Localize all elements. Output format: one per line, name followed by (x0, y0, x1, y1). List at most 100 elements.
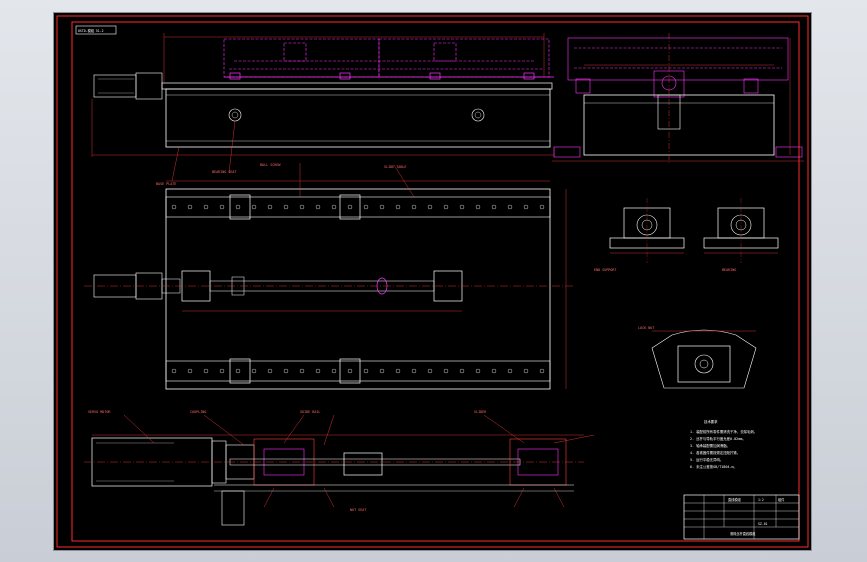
rail-bolt-hole (427, 204, 433, 210)
rail-bolt-hole (331, 204, 337, 210)
callout-slide-table: SLIDE TABLE (384, 165, 406, 169)
rail-bolt-hole (267, 204, 273, 210)
plan-ball-screw (209, 280, 435, 292)
inner-border (71, 21, 800, 542)
front-base-body (165, 88, 551, 148)
note-3: 3. 轴承装配需加润滑脂。 (690, 443, 730, 448)
table-hidden-lines (223, 38, 550, 78)
rail-bolt-hole (491, 204, 497, 210)
callout-base-plate: BASE PLATE (156, 182, 176, 186)
stamp-box (75, 25, 117, 35)
callout-ball-screw: BALL SCREW (260, 163, 281, 167)
rail-bolt-hole (299, 368, 305, 374)
rail-bolt-hole (171, 368, 177, 374)
rail-bolt-hole (283, 204, 289, 210)
callout-lock-nut: LOCK NUT (638, 326, 654, 330)
rail-bolt-hole (443, 204, 449, 210)
section-detail: LOCK NUT (638, 326, 757, 389)
front-motor-flange (135, 72, 163, 100)
rail-bolt-hole (299, 204, 305, 210)
callout-guide-rail: GUIDE RAIL (300, 410, 320, 414)
rail-bolt-hole (331, 368, 337, 374)
rail-bolt-hole (251, 204, 257, 210)
section-end-plate (221, 490, 245, 526)
side-foot-right (775, 146, 803, 158)
side-base-body (583, 94, 775, 156)
rail-bolt-hole (171, 204, 177, 210)
rail-bolt-hole (395, 368, 401, 374)
front-hole-right (471, 108, 485, 122)
rail-bolt-hole (203, 368, 209, 374)
bearing-end-view-left (609, 198, 685, 263)
slider-bottom-right (339, 358, 361, 384)
rail-bolt-hole (251, 368, 257, 374)
drawing-sheet: USTD-模组 51-2 (56, 15, 809, 548)
section-view: SERVO MOTOR COUPLING GUIDE RAIL SLIDER N… (84, 410, 595, 526)
title-block: 直线模组 1:2 组件 SZ-01 滚珠丝杆直线模组 (683, 494, 800, 540)
slider-bottom-left (229, 358, 251, 384)
plan-base-outline (165, 188, 551, 390)
note-1: 1. 装配前所有零件需清洗干净，去除毛刺。 (690, 429, 757, 434)
callout-servo-motor: SERVO MOTOR (88, 410, 111, 414)
rail-bolt-hole (443, 368, 449, 374)
rail-bolt-hole (523, 204, 529, 210)
rail-bolt-hole (363, 368, 369, 374)
title-scale: 1:2 (758, 498, 764, 502)
note-5: 5. 运行平稳无异响。 (690, 457, 723, 462)
front-hole-left (228, 108, 242, 122)
rail-bolt-hole (347, 368, 353, 374)
rail-bolt-hole (379, 204, 385, 210)
rail-bolt-hole (203, 204, 209, 210)
rail-bolt-hole (427, 368, 433, 374)
plan-rail-top (165, 196, 551, 218)
stamp-text: USTD-模组 51-2 (78, 28, 104, 33)
rail-bolt-hole (411, 204, 417, 210)
rail-bolt-hole (411, 368, 417, 374)
plan-rail-bolts (171, 204, 545, 374)
section-nut (343, 452, 383, 476)
side-table (567, 37, 789, 98)
note-2: 2. 丝杆与导轨平行度允差0.02mm。 (690, 436, 746, 441)
rail-bolt-hole (315, 204, 321, 210)
plan-view: BALL SCREW SLIDE TABLE (84, 163, 574, 390)
title-drawing-no: SZ-01 (758, 522, 768, 526)
front-motor-body (93, 74, 137, 98)
side-foot-left (553, 146, 581, 158)
rail-bolt-hole (267, 368, 273, 374)
notes-heading: 技术要求 (704, 419, 718, 424)
rail-bolt-hole (187, 204, 193, 210)
rail-bolt-hole (539, 204, 545, 210)
drawing-canvas[interactable]: USTD-模组 51-2 (54, 13, 811, 550)
slider-top-right (339, 194, 361, 220)
callout-slider: SLIDER (474, 410, 487, 414)
rail-bolt-hole (219, 368, 225, 374)
rail-bolt-hole (459, 368, 465, 374)
plan-rail-bottom (165, 360, 551, 382)
rail-bolt-hole (459, 204, 465, 210)
rail-bolt-hole (219, 204, 225, 210)
callout-end-support: END SUPPORT (594, 268, 616, 272)
rail-bolt-hole (491, 368, 497, 374)
callout-bearing-seat: BEARING SEAT (212, 170, 237, 174)
rail-bolt-hole (507, 368, 513, 374)
rail-bolt-hole (187, 368, 193, 374)
table-outline (224, 72, 554, 80)
plan-dimensions (84, 163, 574, 389)
outer-border (56, 15, 809, 548)
rail-bolt-hole (363, 204, 369, 210)
rail-bolt-hole (507, 204, 513, 210)
slider-top-left (229, 194, 251, 220)
rail-bolt-hole (539, 368, 545, 374)
rail-bolt-hole (379, 368, 385, 374)
note-4: 4. 各紧固件需按规定扭矩拧紧。 (690, 450, 740, 455)
bearing-end-view-right (703, 198, 779, 263)
rail-bolt-hole (283, 368, 289, 374)
rail-bolt-hole (475, 368, 481, 374)
rail-bolt-hole (315, 368, 321, 374)
section-dimensions (84, 414, 595, 508)
side-dimensions (552, 33, 804, 163)
bearing-end-views: END SUPPORT BEARING (594, 198, 779, 272)
rail-bolt-hole (523, 368, 529, 374)
title-part-name: 直线模组 (728, 497, 742, 502)
